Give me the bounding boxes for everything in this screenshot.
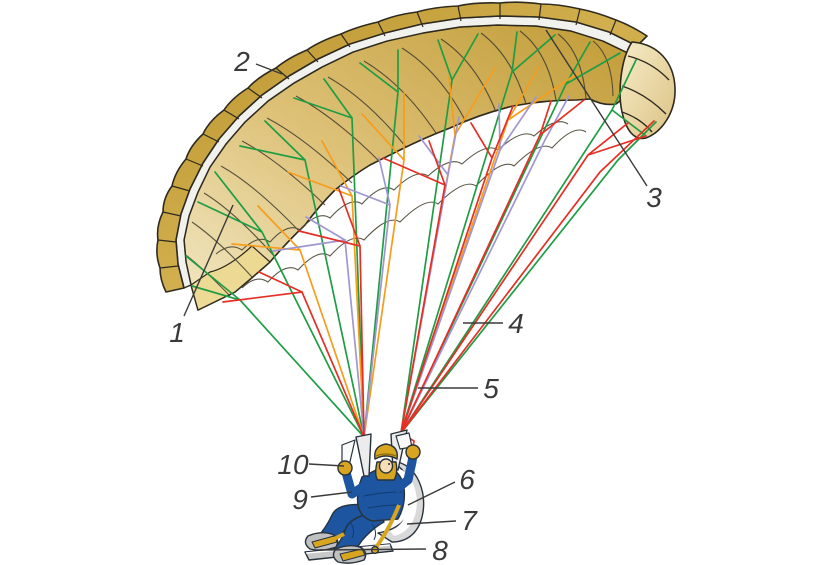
lines-red-brake xyxy=(222,99,655,453)
strap-foot-loop xyxy=(329,532,345,543)
leader-line-1 xyxy=(183,204,234,317)
lines-lavender-c xyxy=(272,95,570,438)
label-9: 9 xyxy=(292,484,308,515)
leader-line-3 xyxy=(545,29,648,187)
wing-tip-left xyxy=(190,245,271,311)
leader-line-7 xyxy=(406,520,457,525)
pilot xyxy=(304,429,425,564)
suit-fold-lines xyxy=(349,491,403,541)
leading-edge xyxy=(156,1,648,293)
label-8: 8 xyxy=(432,535,448,565)
leader-line-6 xyxy=(407,481,456,506)
leading-edge-cell-dividers xyxy=(157,3,617,269)
label-7: 7 xyxy=(461,505,478,536)
harness-strap xyxy=(373,504,401,551)
wing-tip-ribs xyxy=(621,55,670,133)
label-10: 10 xyxy=(277,449,309,480)
riser-left xyxy=(355,433,372,477)
pilot-glove-left xyxy=(337,460,353,476)
harness-highlight xyxy=(390,470,417,536)
label-3: 3 xyxy=(646,182,662,213)
leader-lines xyxy=(183,29,648,551)
pilot-face xyxy=(378,458,394,474)
label-6: 6 xyxy=(459,464,475,495)
label-4: 4 xyxy=(508,308,524,339)
suspension-lines xyxy=(185,31,657,453)
canopy xyxy=(156,1,676,311)
helmet-band xyxy=(375,453,397,457)
label-5: 5 xyxy=(483,373,499,404)
label-1: 1 xyxy=(169,317,185,348)
callout-labels: 1 2 3 4 5 6 7 8 9 10 xyxy=(169,46,662,565)
pilot-glove-right xyxy=(405,444,421,460)
shoe-trim-right xyxy=(339,548,366,562)
leader-line-8 xyxy=(319,548,427,551)
leader-line-2 xyxy=(255,63,283,75)
label-2: 2 xyxy=(233,46,250,77)
leader-line-10 xyxy=(308,463,345,467)
pilot-eye xyxy=(388,463,390,465)
leader-line-9 xyxy=(310,491,353,498)
